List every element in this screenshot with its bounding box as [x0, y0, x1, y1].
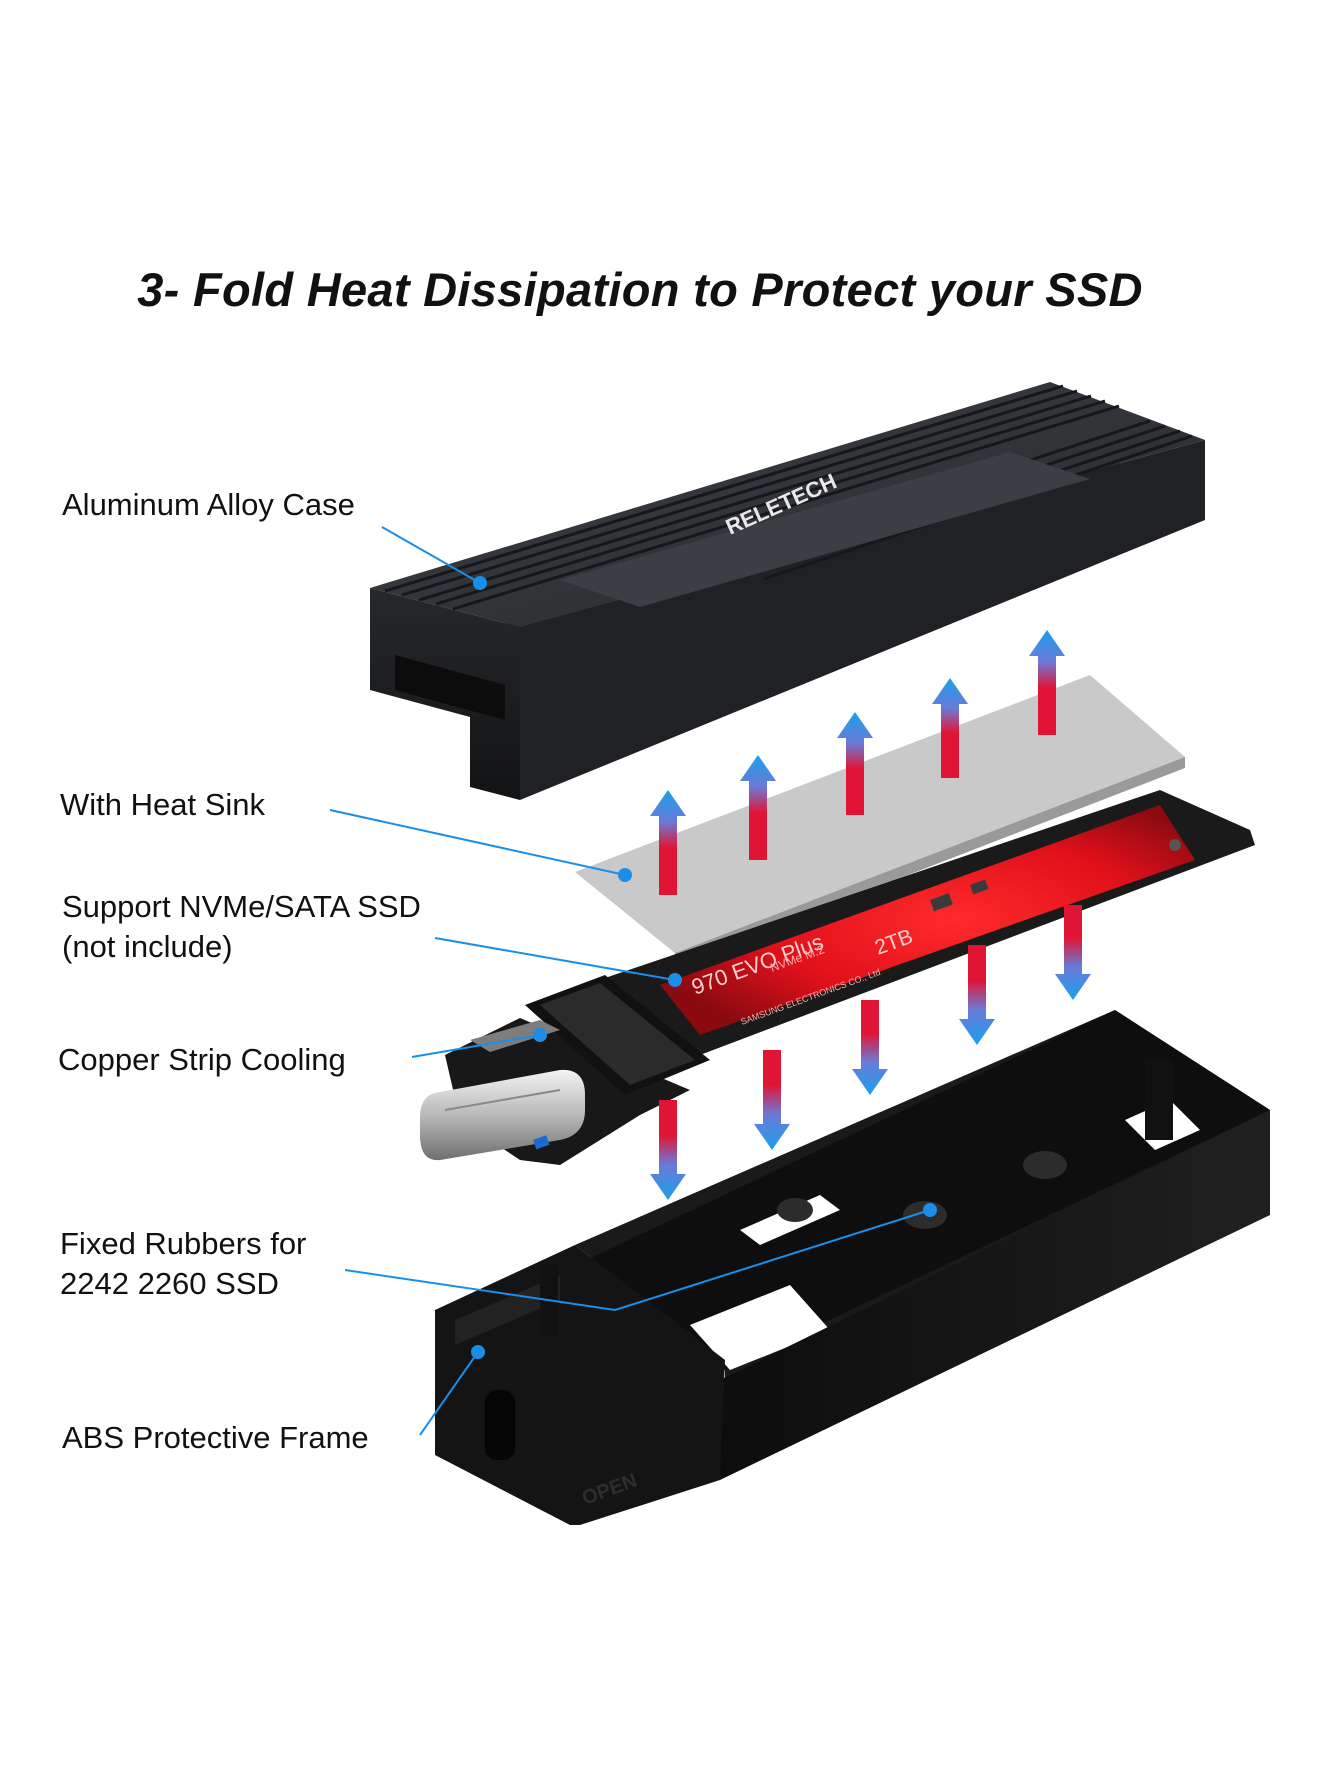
arrow-down-icon — [754, 1050, 790, 1150]
callout-rubbers-line2: 2242 2260 SSD — [60, 1266, 279, 1301]
callout-ssd-line1: Support NVMe/SATA SSD — [62, 889, 421, 924]
page-title: 3- Fold Heat Dissipation to Protect your… — [137, 263, 1143, 316]
callout-line-frame — [419, 1351, 479, 1436]
callout-frame: ABS Protective Frame — [62, 1418, 369, 1458]
arrow-up-icon — [1029, 630, 1065, 735]
callout-dot-ssd — [668, 973, 682, 987]
callout-rubbers-line1: Fixed Rubbers for — [60, 1226, 307, 1261]
arrow-up-icon — [740, 755, 776, 860]
arrow-down-icon — [650, 1100, 686, 1200]
callout-ssd: Support NVMe/SATA SSD (not include) — [62, 887, 421, 967]
callout-copper-text: Copper Strip Cooling — [58, 1042, 346, 1077]
callout-heatsink: With Heat Sink — [60, 785, 265, 825]
callout-line-copper — [411, 1034, 541, 1058]
arrow-down-icon — [852, 1000, 888, 1095]
aluminum-alloy-case: RELETECH — [370, 382, 1205, 800]
arrow-down-icon — [959, 945, 995, 1045]
callout-ssd-line2: (not include) — [62, 929, 233, 964]
arrow-up-icon — [837, 712, 873, 815]
callout-copper: Copper Strip Cooling — [58, 1040, 346, 1080]
callout-lines — [329, 526, 937, 1436]
arrow-down-icon — [1055, 905, 1091, 1000]
callout-line-heatsink — [329, 809, 626, 876]
callout-case: Aluminum Alloy Case — [62, 485, 355, 525]
abs-protective-frame: OPEN — [435, 1010, 1270, 1525]
heat-arrows-up — [650, 630, 1065, 895]
callout-heatsink-text: With Heat Sink — [60, 787, 266, 822]
callout-case-text: Aluminum Alloy Case — [62, 487, 355, 522]
callout-line-case — [381, 526, 481, 584]
callout-dot-case — [473, 576, 487, 590]
bridge-board — [420, 975, 710, 1165]
callout-dot-rubbers — [923, 1203, 937, 1217]
arrow-up-icon — [932, 678, 968, 778]
arrow-up-icon — [650, 790, 686, 895]
heat-arrows-down — [650, 905, 1091, 1200]
callout-line-ssd — [434, 937, 676, 981]
callout-frame-text: ABS Protective Frame — [62, 1420, 369, 1455]
nvme-ssd-board: 970 EVO Plus 2TB NVMe M.2 SAMSUNG ELECTR… — [540, 790, 1255, 1075]
callout-dot-heatsink — [618, 868, 632, 882]
callout-dot-frame — [471, 1345, 485, 1359]
callout-dot-copper — [533, 1028, 547, 1042]
callout-rubbers: Fixed Rubbers for 2242 2260 SSD — [60, 1224, 306, 1304]
callout-line-rubbers — [344, 1209, 931, 1312]
